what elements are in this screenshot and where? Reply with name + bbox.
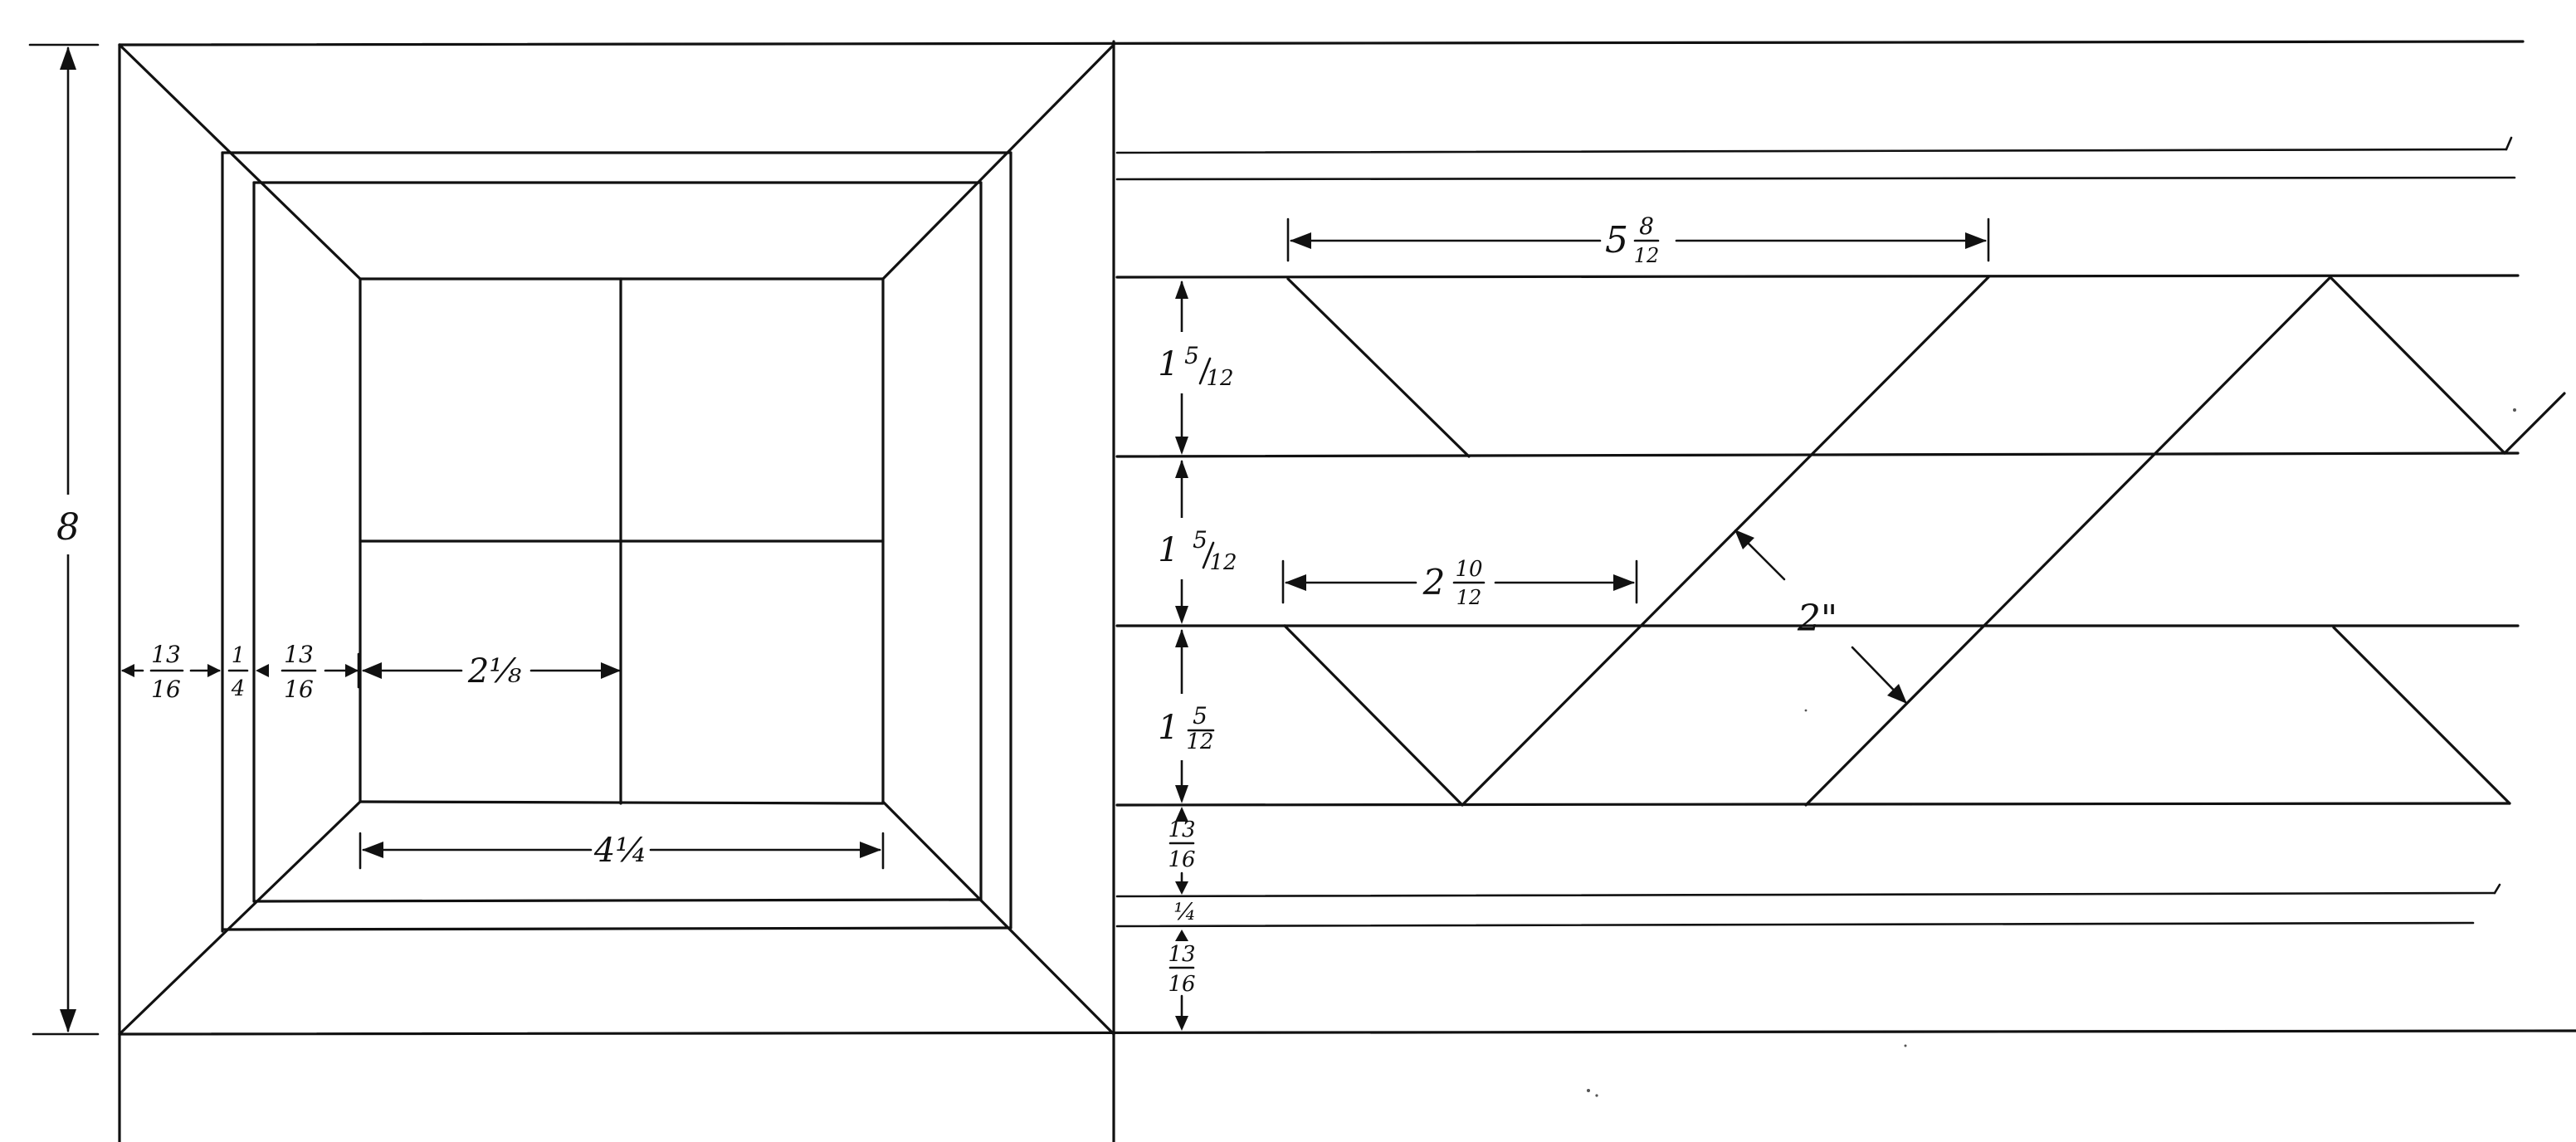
label-left-b-num: 1 <box>232 643 246 668</box>
label-mid-width-den: 12 <box>1456 586 1482 609</box>
label-left-c-num: 13 <box>284 641 314 668</box>
label-band3-num: 5 <box>1193 702 1208 730</box>
label-band1-num: 5 <box>1184 342 1199 369</box>
label-inner-full: 4¼ <box>593 832 647 870</box>
dim-diag-width: 2" <box>1734 530 1907 704</box>
label-band2-den: 12 <box>1209 550 1237 575</box>
label-top-width-whole: 5 <box>1605 219 1628 261</box>
label-band2-num: 5 <box>1193 526 1208 554</box>
dim-height: 8 <box>28 43 100 1036</box>
rope-band <box>1115 136 2566 928</box>
label-mid-width-num: 10 <box>1455 557 1482 582</box>
label-right-c-den: 16 <box>1168 972 1195 997</box>
dim-left-frame: 13 16 1 4 13 16 2⅛ 4¼ <box>121 641 885 870</box>
label-left-a-num: 13 <box>151 641 181 668</box>
label-right-c-num: 13 <box>1168 942 1195 967</box>
label-right-b: ¼ <box>1173 898 1196 925</box>
label-band2-whole: 1 <box>1158 531 1178 569</box>
label-top-width-num: 8 <box>1639 212 1654 240</box>
label-left-c-den: 16 <box>284 676 314 703</box>
dim-right-frame: 13 16 ¼ 13 16 <box>1168 807 1197 1031</box>
label-band3-den: 12 <box>1186 730 1213 754</box>
scan-specks <box>1587 408 2516 1097</box>
label-band1-whole: 1 <box>1158 345 1178 383</box>
label-diag-width: 2" <box>1797 598 1837 640</box>
dim-mid-width: 2 10 12 <box>1281 557 1638 609</box>
label-height: 8 <box>56 506 80 549</box>
label-left-a-den: 16 <box>151 676 181 703</box>
dim-bands: 1 5 12 1 5 12 1 5 12 <box>1150 281 1237 803</box>
label-inner-half: 2⅛ <box>467 652 521 691</box>
label-top-width-den: 12 <box>1634 244 1660 267</box>
label-band1-den: 12 <box>1206 366 1233 391</box>
label-mid-width-whole: 2 <box>1422 562 1446 603</box>
label-right-a-den: 16 <box>1168 847 1195 872</box>
label-band3-whole: 1 <box>1158 709 1178 747</box>
frame-panel <box>118 40 2576 1142</box>
label-right-a-num: 13 <box>1168 817 1195 842</box>
dim-top-width: 5 8 12 <box>1286 212 1990 267</box>
label-left-b-den: 4 <box>231 676 246 701</box>
